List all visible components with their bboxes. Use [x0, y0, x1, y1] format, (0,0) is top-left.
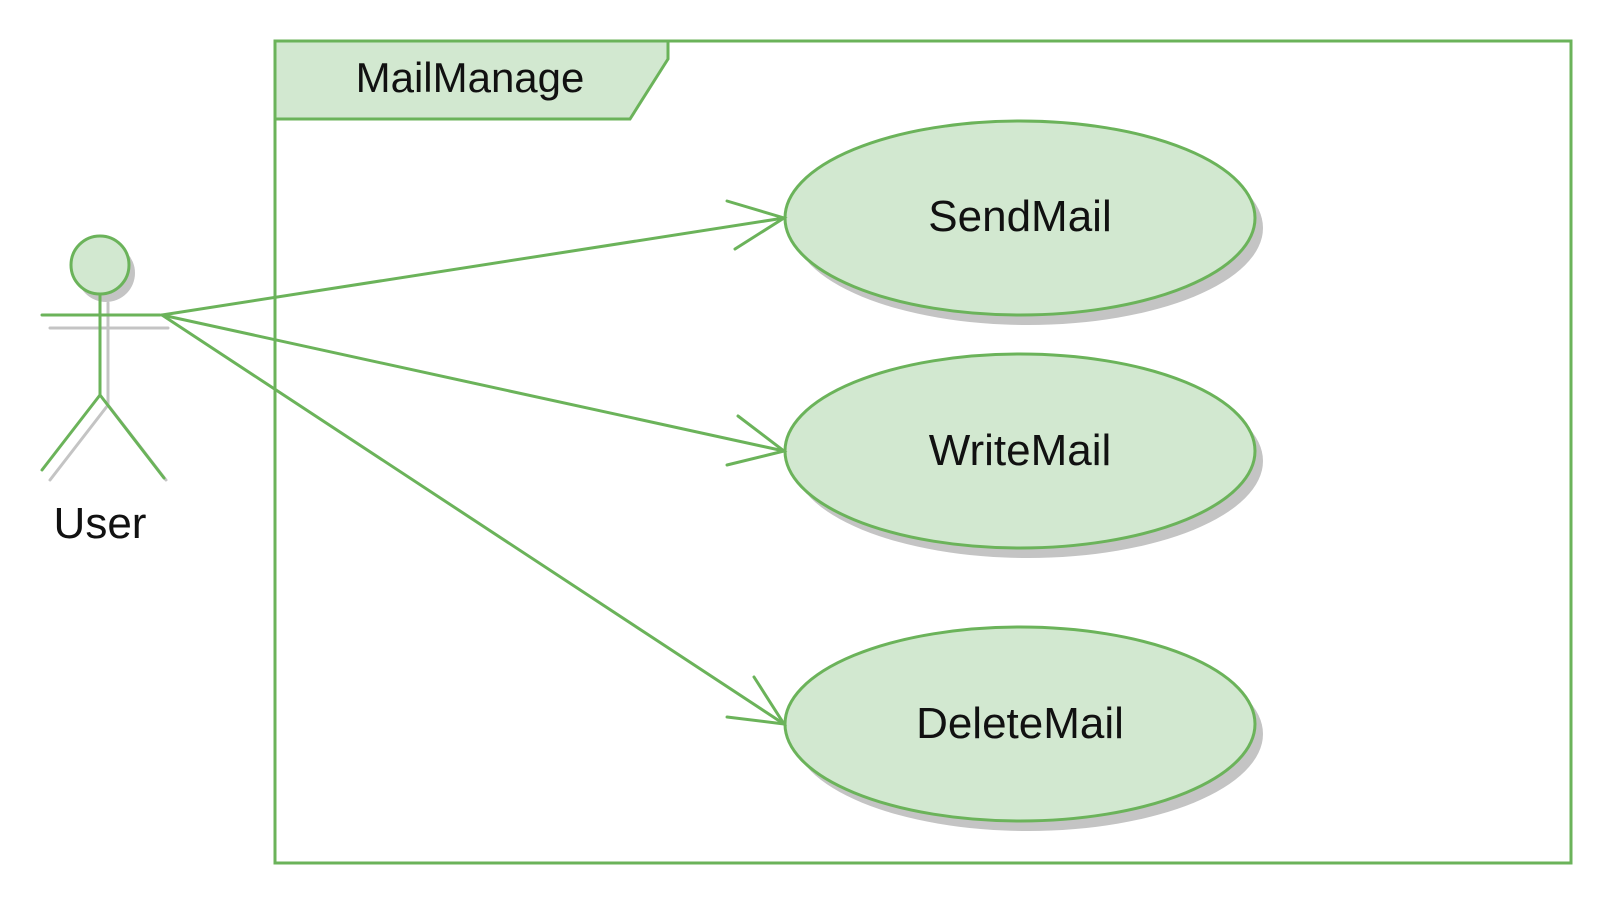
association-user-sendmail: [160, 199, 788, 317]
use-case-label: WriteMail: [929, 426, 1112, 475]
use-case-label: SendMail: [928, 192, 1111, 241]
open-arrowhead: [725, 199, 788, 251]
association-user-deletemail: [160, 313, 787, 726]
package-border: [273, 39, 1573, 865]
association-line: [160, 313, 786, 453]
use-case-writemail: WriteMail: [783, 352, 1263, 558]
use-case-sendmail: SendMail: [783, 119, 1263, 325]
association-line: [160, 313, 786, 726]
package-frame: MailManage: [273, 39, 1573, 865]
actor-user: User: [40, 234, 170, 548]
association-user-writemail: [160, 313, 788, 467]
open-arrowhead: [725, 675, 787, 726]
actor-head: [69, 234, 131, 296]
actor-left-leg: [40, 393, 102, 472]
use-case-label: DeleteMail: [916, 699, 1124, 748]
package-name: MailManage: [356, 54, 585, 101]
open-arrowhead: [725, 414, 788, 467]
actor-label: User: [54, 499, 147, 548]
use-case-deletemail: DeleteMail: [783, 625, 1263, 831]
association-line: [160, 216, 786, 317]
actor-right-leg: [98, 393, 166, 480]
actor-figure: [40, 234, 166, 480]
package-tab: [273, 39, 670, 121]
